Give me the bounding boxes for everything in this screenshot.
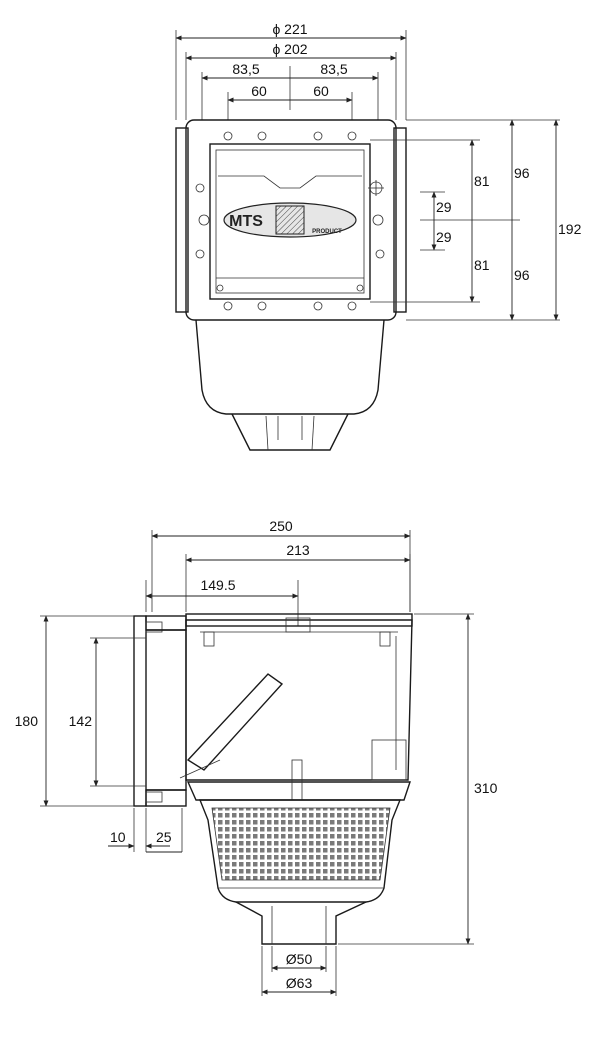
dim-d63: Ø63: [286, 975, 313, 991]
dim-83-5-right: 83,5: [320, 61, 347, 77]
dim-310: 310: [474, 780, 498, 796]
screw-icons: [195, 131, 385, 311]
dim-29-upper: 29: [436, 199, 452, 215]
flange-section: [133, 615, 147, 807]
dim-142: 142: [69, 713, 93, 729]
dim-192: 192: [558, 221, 582, 237]
front-view: ϕ 221 ϕ 202 83,5 83,5 60 60 MTS PRODUCT: [175, 21, 582, 451]
dim-phi202: ϕ 202: [272, 41, 307, 57]
dim-213: 213: [286, 542, 310, 558]
dim-96-lower: 96: [514, 267, 530, 283]
dim-149-5: 149.5: [200, 577, 235, 593]
dim-25: 25: [156, 829, 172, 845]
dim-60-left: 60: [251, 83, 267, 99]
dim-250: 250: [269, 518, 293, 534]
outlet-pipe: [235, 901, 367, 945]
dim-phi221: ϕ 221: [272, 21, 307, 37]
skimmer-flange: [185, 119, 397, 321]
dim-d50: Ø50: [286, 951, 313, 967]
dim-180: 180: [15, 713, 39, 729]
dim-10: 10: [110, 829, 126, 845]
dim-29-lower: 29: [436, 229, 452, 245]
side-view: 250 213 149.5: [15, 518, 498, 996]
dim-96-upper: 96: [514, 165, 530, 181]
mts-logo: MTS PRODUCT: [223, 202, 357, 238]
skimmer-body-side: [185, 619, 413, 781]
skimmer-body-front: [195, 319, 385, 415]
dim-83-5-left: 83,5: [232, 61, 259, 77]
weir-flap: [186, 673, 284, 771]
dim-60-right: 60: [313, 83, 329, 99]
svg-text:MTS: MTS: [229, 213, 263, 230]
dim-81-upper: 81: [474, 173, 490, 189]
svg-text:PRODUCT: PRODUCT: [312, 229, 342, 235]
skimmer-opening: [209, 143, 371, 300]
dim-81-lower: 81: [474, 257, 490, 273]
